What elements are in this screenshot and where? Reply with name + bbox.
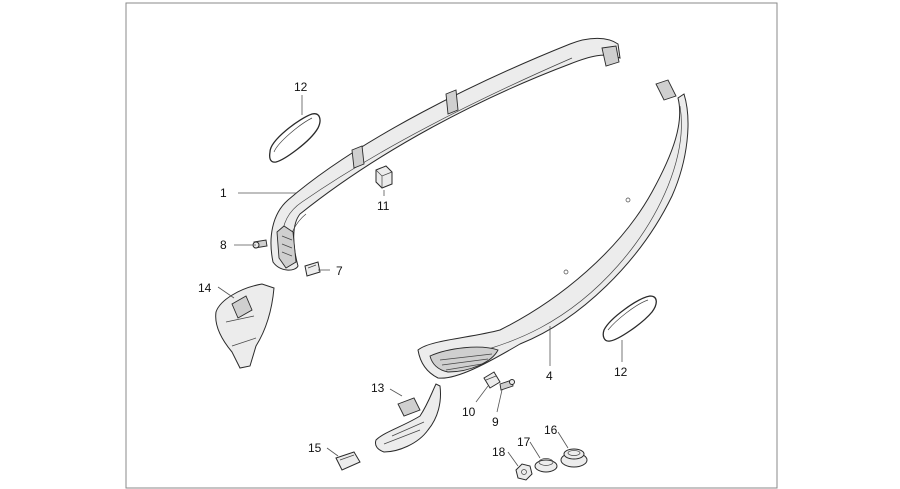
part-9-screw (499, 379, 515, 391)
part-1-left-rail (270, 37, 621, 271)
part-10-retainer (483, 371, 501, 389)
callout-16: 16 (544, 423, 558, 437)
part-11-plug (375, 165, 393, 189)
callout-14: 14 (198, 281, 212, 295)
callout-15: 15 (308, 441, 322, 455)
callout-11: 11 (377, 199, 390, 213)
part-14-bracket-cover (215, 283, 275, 369)
callout-8: 8 (220, 238, 227, 252)
callout-17: 17 (517, 435, 531, 449)
callout-4: 4 (546, 369, 553, 383)
callout-10: 10 (462, 405, 476, 419)
callout-9: 9 (492, 415, 499, 429)
part-7-clip (304, 261, 321, 277)
callout-12-lower: 12 (614, 365, 628, 379)
part-15-tab (335, 451, 361, 471)
callout-13: 13 (371, 381, 385, 395)
part-12-gasket-upper (269, 113, 321, 163)
callout-1: 1 (220, 186, 227, 200)
callout-18: 18 (492, 445, 506, 459)
part-4-right-rail (417, 79, 689, 379)
part-18-nut (515, 463, 533, 481)
part-12-gasket-lower (602, 295, 657, 342)
callout-7: 7 (336, 264, 343, 278)
callout-labels: 1 12 11 8 7 14 4 12 13 10 9 15 18 17 16 (198, 80, 628, 459)
part-13-lower-cover (375, 383, 441, 453)
leader-lines (217, 95, 623, 467)
part-16-cap (560, 448, 588, 468)
callout-12-upper: 12 (294, 80, 308, 94)
part-17-grommet (534, 458, 558, 473)
